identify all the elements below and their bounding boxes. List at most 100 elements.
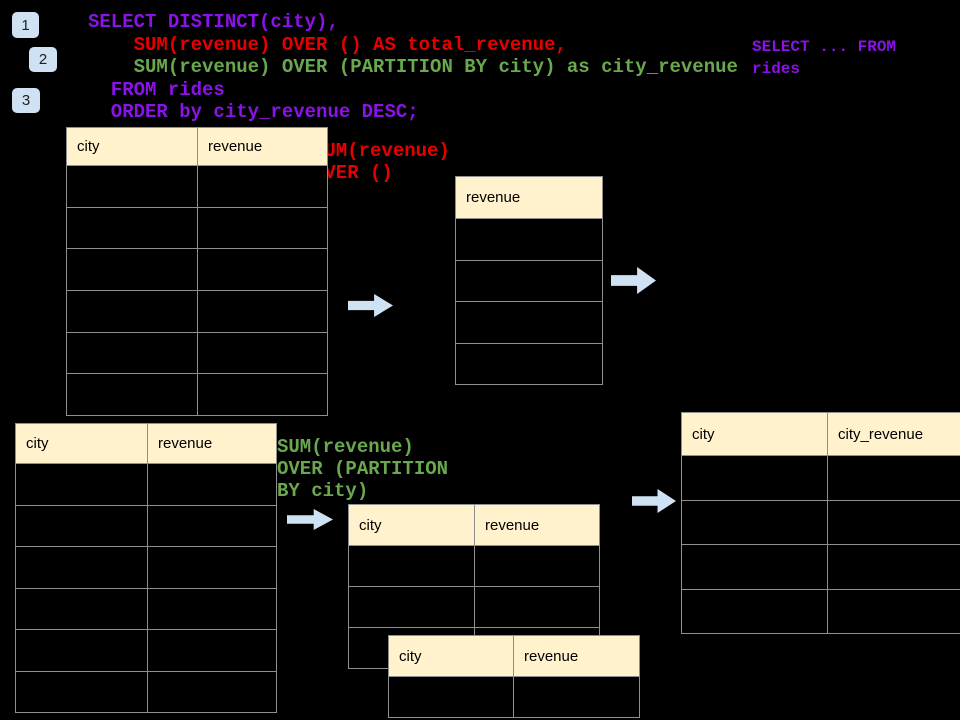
table-cell	[827, 499, 960, 545]
callout-total-window: SUM(revenue) OVER ()	[313, 140, 450, 184]
table-cell	[455, 259, 603, 302]
column-header: revenue	[197, 127, 328, 166]
table-row	[15, 670, 277, 713]
side-note-select-from-rides: SELECT ... FROM rides	[752, 36, 896, 80]
table-row	[66, 331, 328, 375]
table-row	[66, 373, 328, 417]
sql-line-from: FROM rides	[88, 78, 225, 101]
table-cell	[681, 499, 828, 545]
table-cell	[681, 455, 828, 501]
table-row	[15, 463, 277, 506]
table-cell	[15, 670, 148, 713]
header-row: revenue	[455, 176, 603, 219]
table-cell	[66, 165, 198, 208]
table-cell	[66, 373, 198, 417]
table-cell	[827, 588, 960, 634]
table-cell	[348, 586, 475, 628]
side-note-line-2: rides	[752, 60, 801, 78]
column-header: city	[388, 635, 514, 677]
table-cell	[66, 290, 198, 333]
table-cell	[197, 290, 328, 333]
table-cell	[388, 676, 514, 718]
table-cell	[147, 546, 277, 589]
table-cell	[197, 165, 328, 208]
table-cell	[197, 206, 328, 250]
callout-partition-line-2: OVER (PARTITION	[277, 458, 449, 480]
callout-total-line-2: OVER ()	[313, 162, 393, 184]
column-header: revenue	[455, 176, 603, 219]
table-row	[455, 218, 603, 261]
table-cell	[474, 586, 600, 628]
arrow-right-icon	[348, 294, 393, 317]
table-cell	[827, 455, 960, 501]
table-cell	[513, 676, 640, 718]
table-cell	[681, 544, 828, 590]
step-badge-1: 1	[12, 12, 39, 38]
step-badge-3: 3	[12, 88, 40, 113]
sql-line-city-revenue: SUM(revenue) OVER (PARTITION BY city) as…	[88, 56, 738, 78]
table-row	[681, 499, 960, 545]
table-row	[681, 588, 960, 634]
column-header: revenue	[147, 423, 277, 464]
table-total-revenue: revenue	[455, 176, 603, 385]
side-note-line-1: SELECT ... FROM	[752, 38, 897, 56]
table-cell	[66, 206, 198, 250]
column-header: city	[348, 504, 475, 546]
arrow-right-icon	[611, 267, 656, 294]
table-row	[66, 290, 328, 333]
table-cell	[147, 504, 277, 547]
table-row	[15, 587, 277, 630]
table-row	[348, 545, 600, 587]
table-row	[15, 629, 277, 672]
column-header: city_revenue	[827, 412, 960, 456]
column-header: revenue	[513, 635, 640, 677]
table-cell	[681, 588, 828, 634]
callout-total-line-1: SUM(revenue)	[313, 140, 450, 162]
sql-line-order-by: ORDER by city_revenue DESC;	[88, 101, 419, 123]
table-cell	[474, 545, 600, 587]
table-cell	[66, 248, 198, 292]
table-cell	[197, 373, 328, 417]
table-row	[66, 206, 328, 250]
arrow-right-icon	[287, 509, 333, 530]
table-row	[455, 259, 603, 302]
table-row	[681, 544, 960, 590]
callout-partition-line-3: BY city)	[277, 480, 369, 502]
table-cell	[455, 342, 603, 385]
table-cell	[147, 463, 277, 506]
table-cell	[455, 301, 603, 344]
table-row	[66, 165, 328, 208]
sql-line-select: SELECT DISTINCT(city),	[88, 11, 339, 33]
table-row	[348, 586, 600, 628]
table-cell	[147, 629, 277, 672]
sql-code-block: SELECT DISTINCT(city), SUM(revenue) OVER…	[88, 11, 738, 124]
table-cell	[15, 504, 148, 547]
table-row	[681, 455, 960, 501]
table-cell	[15, 629, 148, 672]
table-row	[388, 676, 640, 718]
table-row	[455, 301, 603, 344]
step-badge-2: 2	[29, 47, 57, 72]
table-cell	[827, 544, 960, 590]
table-cell	[147, 587, 277, 630]
table-row	[15, 504, 277, 547]
callout-partition-line-1: SUM(revenue)	[277, 436, 414, 458]
table-cell	[15, 463, 148, 506]
table-cell	[15, 587, 148, 630]
arrow-right-icon	[632, 489, 676, 513]
table-row	[455, 342, 603, 385]
table-cell	[455, 218, 603, 261]
column-header: city	[681, 412, 828, 456]
column-header: city	[15, 423, 148, 464]
column-header: city	[66, 127, 198, 166]
